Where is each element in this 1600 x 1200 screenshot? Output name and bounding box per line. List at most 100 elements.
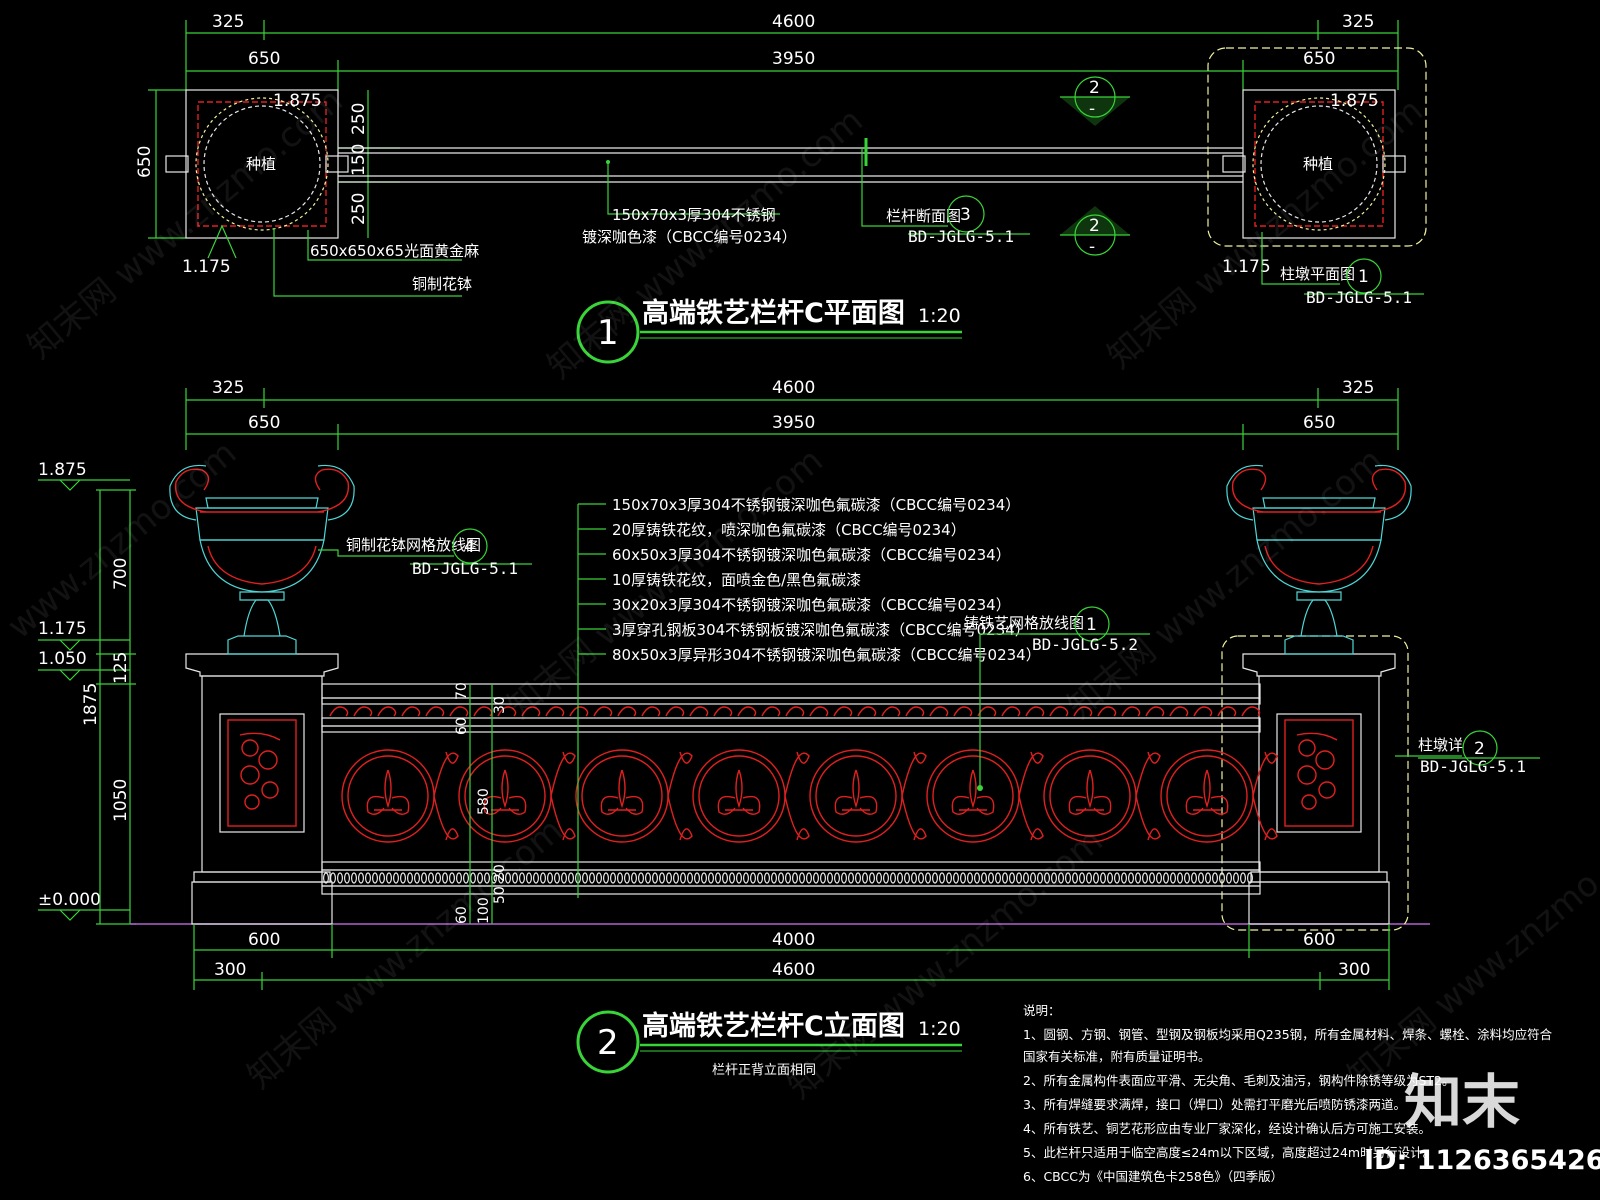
bead — [651, 872, 658, 884]
cut-symbol-upper: 2 - — [1060, 76, 1130, 126]
frieze-wave — [761, 706, 781, 717]
svg-text:知末网 www.znzmo.com: 知末网 www.znzmo.com — [240, 810, 571, 1096]
bead — [1092, 872, 1099, 884]
callout-6: 3厚穿孔钢板304不锈钢板镀深咖色氟碳漆（CBCC编号0234） — [612, 621, 1030, 639]
bead — [945, 872, 952, 884]
general-notes: 说明： 1、圆钢、方钢、钢管、型钢及钢板均采用Q235钢，所有金属材料、焊条、螺… — [1023, 1003, 1553, 1184]
bead — [1008, 872, 1015, 884]
bead — [973, 872, 980, 884]
plan-dim-left-vertical: 650 — [135, 146, 155, 178]
plan-elev-top-left: 1.875 — [273, 91, 322, 111]
pier-detail-label: 柱墩详 — [1418, 736, 1463, 754]
fleur-de-lis — [1185, 769, 1229, 815]
bead — [393, 872, 400, 884]
pier-plan-num: 1 — [1358, 267, 1369, 287]
bead — [386, 872, 393, 884]
scroll-tendril — [1252, 751, 1278, 797]
bead — [707, 872, 714, 884]
callout-1: 150x70x3厚304不锈钢镀深咖色氟碳漆（CBCC编号0234） — [612, 496, 1020, 514]
elev-dim-2-left: 650 — [248, 413, 280, 433]
bead — [735, 872, 742, 884]
frieze-wave — [377, 706, 397, 717]
bead — [567, 872, 574, 884]
bead — [1141, 872, 1148, 884]
bead — [1113, 872, 1120, 884]
bead — [421, 872, 428, 884]
bead — [518, 872, 525, 884]
elev-vdim-1050: 1050 — [111, 779, 131, 822]
bead — [952, 872, 959, 884]
scroll-ring — [692, 749, 786, 843]
plan-left-pier — [185, 89, 339, 239]
bead — [693, 872, 700, 884]
bead — [1218, 872, 1225, 884]
scroll-ring-inner — [698, 755, 780, 837]
scroll-ring-inner — [932, 755, 1014, 837]
bead — [658, 872, 665, 884]
scroll-tendril — [784, 751, 810, 797]
bead — [1106, 872, 1113, 884]
right-pier-elevation — [1221, 464, 1412, 931]
bead — [861, 872, 868, 884]
bead — [868, 872, 875, 884]
bead — [588, 872, 595, 884]
bead — [1064, 872, 1071, 884]
bead — [728, 872, 735, 884]
svg-text:1.050: 1.050 — [38, 649, 87, 669]
callout-3: 60x50x3厚304不锈钢镀深咖色氟碳漆（CBCC编号0234） — [612, 546, 1011, 564]
bowl-ref-num: 4 — [464, 537, 475, 557]
elev-dim-2-middle: 3950 — [772, 413, 815, 433]
frieze-wave — [1097, 706, 1117, 717]
note-line-2: 国家有关标准，附有质量证明书。 — [1023, 1049, 1211, 1064]
bead — [1127, 872, 1134, 884]
bead — [826, 872, 833, 884]
svg-text:50: 50 — [492, 886, 508, 904]
scroll-tendril — [901, 795, 927, 841]
plan-dim-top-right: 325 — [1342, 12, 1374, 32]
frieze-wave — [545, 706, 565, 717]
bead — [546, 872, 553, 884]
note-line-5: 4、所有铁艺、铜艺花形应由专业厂家深化，经设计确认后方可施工安装。 — [1023, 1121, 1431, 1136]
notes-heading: 说明： — [1023, 1003, 1061, 1018]
bead — [1148, 872, 1155, 884]
bead — [379, 872, 386, 884]
bead — [980, 872, 987, 884]
frieze-wave — [1193, 706, 1213, 717]
grid-ref: BD-JGLG-5.2 — [1032, 635, 1138, 654]
elev-dim-b2-right: 300 — [1338, 960, 1370, 980]
bead — [756, 872, 763, 884]
bead — [1162, 872, 1169, 884]
frieze-wave — [1001, 706, 1021, 717]
plan-note-rail-2: 镀深咖色漆（CBCC编号0234） — [582, 228, 797, 246]
scroll-tendril — [901, 751, 927, 797]
elev-dim-b1-middle: 4000 — [772, 930, 815, 950]
bead — [966, 872, 973, 884]
bead — [1183, 872, 1190, 884]
bead — [442, 872, 449, 884]
bead — [1050, 872, 1057, 884]
bead — [1043, 872, 1050, 884]
bead — [847, 872, 854, 884]
section-label: 栏杆断面图 — [886, 207, 961, 225]
bead — [959, 872, 966, 884]
bead — [1134, 872, 1141, 884]
note-line-1: 1、圆钢、方钢、钢管、型钢及钢板均采用Q235钢，所有金属材料、焊条、螺栓、涂料… — [1023, 1027, 1553, 1042]
bead — [1022, 872, 1029, 884]
grid-ref-label: 铸铁艺网格放线图 — [964, 614, 1084, 632]
bead — [539, 872, 546, 884]
svg-text:60: 60 — [454, 717, 470, 735]
svg-text:30: 30 — [492, 696, 508, 714]
svg-text:1.175: 1.175 — [38, 619, 87, 639]
plan-elev-bottom-right: 1.175 — [1222, 257, 1271, 277]
bead — [665, 872, 672, 884]
elev-dim-b2-left: 300 — [214, 960, 246, 980]
frieze-wave — [953, 706, 973, 717]
frieze-wave — [473, 706, 493, 717]
bead — [924, 872, 931, 884]
bead — [644, 872, 651, 884]
svg-text:60: 60 — [454, 906, 470, 924]
bead — [994, 872, 1001, 884]
frieze-wave — [593, 706, 613, 717]
scroll-ring-inner — [347, 755, 429, 837]
bead — [777, 872, 784, 884]
